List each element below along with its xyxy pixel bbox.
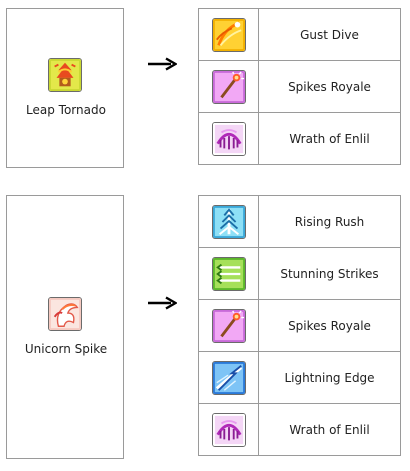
table-row: Stunning Strikes bbox=[198, 247, 401, 300]
right-arrow-icon bbox=[147, 57, 177, 71]
result-skill-label: Gust Dive bbox=[258, 8, 401, 61]
table-row: Spikes Royale bbox=[198, 299, 401, 352]
source-skill-label: Unicorn Spike bbox=[24, 342, 108, 356]
table-row: Wrath of Enlil bbox=[198, 403, 401, 456]
source-skill-label: Leap Tornado bbox=[26, 103, 106, 117]
spikes-royale-icon bbox=[211, 308, 246, 343]
right-arrow-icon bbox=[147, 296, 177, 310]
result-skill-label: Rising Rush bbox=[258, 195, 401, 248]
source-skill-box-leap-tornado: Leap Tornado bbox=[6, 8, 124, 168]
table-row: Rising Rush bbox=[198, 195, 401, 248]
result-skill-label: Stunning Strikes bbox=[258, 247, 401, 300]
leap-tornado-icon bbox=[48, 58, 82, 92]
result-skill-label: Spikes Royale bbox=[258, 60, 401, 113]
result-skills-table-2: Rising Rush Stunning Strikes bbox=[198, 195, 401, 456]
spikes-royale-icon bbox=[211, 69, 246, 104]
result-skill-label: Wrath of Enlil bbox=[258, 403, 401, 456]
result-skill-label: Wrath of Enlil bbox=[258, 112, 401, 165]
table-row: Spikes Royale bbox=[198, 60, 401, 113]
table-row: Wrath of Enlil bbox=[198, 112, 401, 165]
wrath-of-enlil-icon bbox=[211, 121, 246, 156]
table-row: Lightning Edge bbox=[198, 351, 401, 404]
lightning-edge-icon bbox=[211, 360, 246, 395]
stunning-strikes-icon bbox=[211, 256, 246, 291]
rising-rush-icon bbox=[211, 204, 246, 239]
result-skills-table-1: Gust Dive Spikes Royale bbox=[198, 8, 401, 165]
result-skill-label: Spikes Royale bbox=[258, 299, 401, 352]
unicorn-spike-icon bbox=[48, 297, 82, 331]
result-skill-label: Lightning Edge bbox=[258, 351, 401, 404]
table-row: Gust Dive bbox=[198, 8, 401, 61]
gust-dive-icon bbox=[211, 17, 246, 52]
wrath-of-enlil-icon bbox=[211, 412, 246, 447]
source-skill-box-unicorn-spike: Unicorn Spike bbox=[6, 195, 124, 459]
